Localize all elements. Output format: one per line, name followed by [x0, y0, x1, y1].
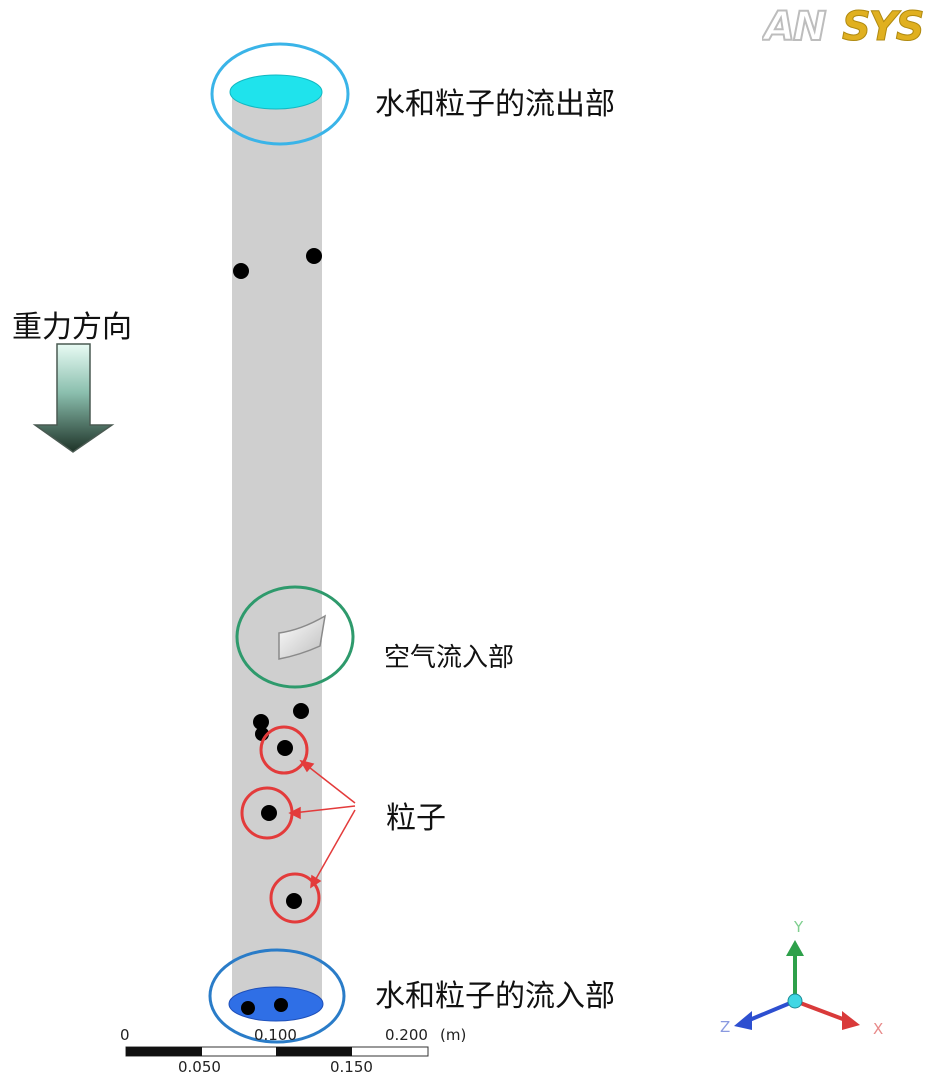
- particle: [274, 998, 288, 1012]
- particles-label: 粒子: [386, 801, 446, 836]
- outlet-face: [229, 74, 323, 110]
- scale-bar: 0 0.100 0.200 (m) 0.050 0.150: [120, 1026, 466, 1076]
- scale-tick-0200: 0.200: [385, 1026, 428, 1044]
- x-axis-label: X: [873, 1020, 883, 1038]
- particle: [277, 740, 293, 756]
- scale-unit: (m): [440, 1026, 466, 1044]
- particle: [253, 714, 269, 730]
- particle: [261, 805, 277, 821]
- particle: [241, 1001, 255, 1015]
- outlet-label: 水和粒子的流出部: [375, 87, 615, 122]
- inlet-label: 水和粒子的流入部: [375, 979, 615, 1014]
- scale-tick-0050: 0.050: [178, 1058, 221, 1076]
- z-axis-label: Z: [720, 1018, 730, 1036]
- particle: [286, 893, 302, 909]
- inlet-highlight-ring: [208, 948, 346, 1044]
- svg-text:AN: AN: [762, 4, 826, 48]
- air-inlet-plate: [278, 614, 327, 660]
- particle-pointer-lines: [288, 759, 356, 889]
- particle-highlight-ring: [269, 872, 321, 924]
- gravity-arrow-icon: [32, 343, 115, 453]
- axis-triad: Y X Z: [720, 918, 883, 1038]
- particle: [233, 263, 249, 279]
- scale-tick-0: 0: [120, 1026, 130, 1044]
- gravity-label: 重力方向: [12, 310, 132, 345]
- particle: [293, 703, 309, 719]
- y-axis-label: Y: [793, 918, 804, 936]
- air-inlet-highlight-ring: [235, 585, 355, 689]
- scale-tick-0150: 0.150: [330, 1058, 373, 1076]
- ansys-logo: AN SYS: [762, 4, 925, 48]
- scale-tick-0100: 0.100: [254, 1026, 297, 1044]
- air-inlet-label: 空气流入部: [384, 643, 515, 673]
- particle-highlight-ring: [259, 725, 309, 775]
- svg-text:SYS: SYS: [842, 4, 923, 48]
- particle: [306, 248, 322, 264]
- outlet-highlight-ring: [210, 42, 350, 146]
- column-body: [232, 92, 322, 1002]
